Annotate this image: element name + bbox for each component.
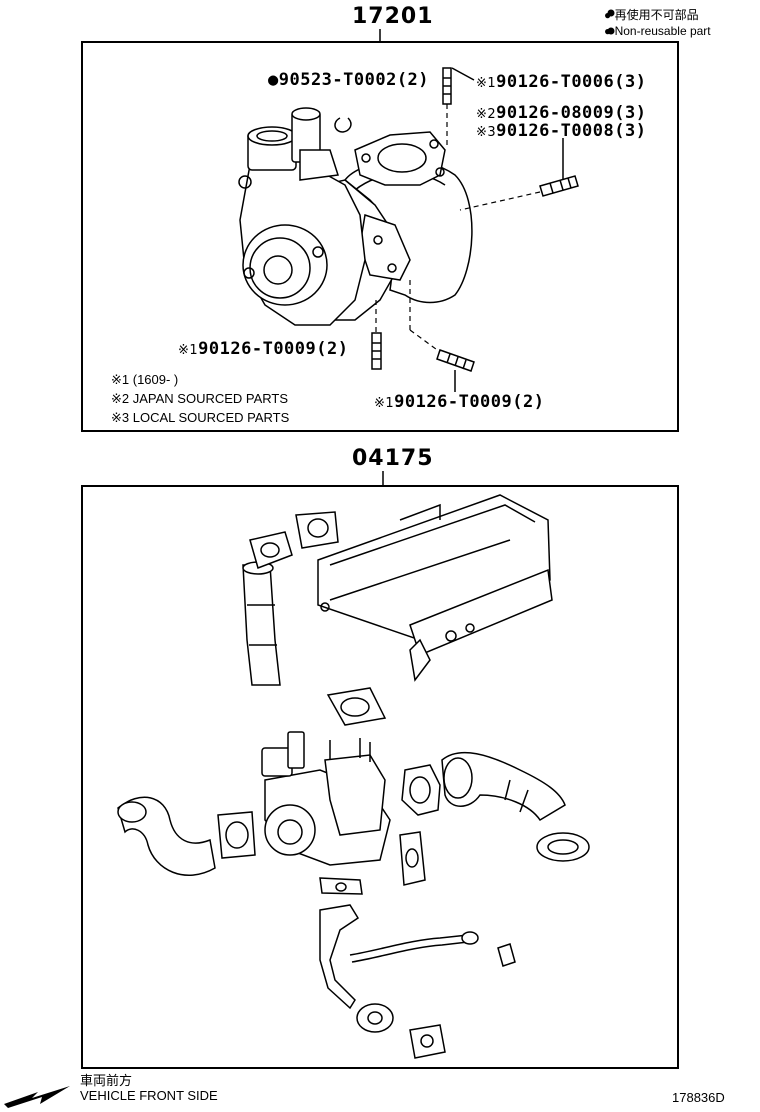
note-marker: ※1	[374, 396, 395, 411]
callout-stud-top[interactable]: ※190126-T0006(3)	[476, 72, 646, 92]
vehicle-front-arrow-icon	[4, 1086, 70, 1108]
figure-id: 178836D	[672, 1090, 725, 1105]
note-marker: ※1	[476, 76, 497, 91]
turbocharger-drawing[interactable]	[238, 67, 579, 392]
note-3: ※3 LOCAL SOURCED PARTS	[111, 410, 290, 425]
legend-non-reusable-jp: ● 再使用不可部品	[604, 8, 699, 22]
bullet-icon	[607, 27, 615, 35]
callout-stud-mid2-number: 90126-T0008(3)	[496, 121, 647, 141]
legend-non-reusable-en: ● Non-reusable part	[604, 24, 711, 38]
stud-top-icon	[442, 67, 452, 105]
assembly-part-number-04175: 04175	[352, 446, 434, 471]
gasket-kit-frame	[81, 485, 679, 1069]
callout-stud-right-number: 90126-T0009(2)	[394, 392, 545, 412]
note-marker: ※2	[476, 107, 497, 122]
callout-stud-left-number: 90126-T0009(2)	[198, 339, 349, 359]
stud-left-icon	[371, 332, 382, 370]
turbo-assembly-frame	[81, 41, 679, 432]
note-1: ※1 (1609- )	[111, 372, 179, 387]
callout-stud-top-number: 90126-T0006(3)	[496, 72, 647, 92]
seal-ring-icon	[536, 832, 590, 862]
callout-stud-mid1-number: 90126-08009(3)	[496, 103, 647, 123]
callout-gasket-90523[interactable]: ●90523-T0002(2)	[268, 70, 430, 90]
direction-label-en: VEHICLE FRONT SIDE	[80, 1088, 218, 1103]
stud-mid-icon	[539, 175, 579, 197]
callout-stud-right[interactable]: ※190126-T0009(2)	[374, 392, 544, 412]
note-marker: ※3	[476, 125, 497, 140]
note-marker: ※1	[178, 343, 199, 358]
stud-right-icon	[436, 349, 475, 372]
gasket-icon	[326, 687, 387, 726]
gasket-icon	[334, 117, 352, 133]
callout-stud-mid2[interactable]: ※390126-T0008(3)	[476, 121, 646, 141]
note-2: ※2 JAPAN SOURCED PARTS	[111, 391, 289, 406]
gasket-kit-drawing[interactable]	[117, 494, 590, 1059]
callout-stud-left[interactable]: ※190126-T0009(2)	[178, 339, 348, 359]
assembly-part-number-17201: 17201	[352, 4, 434, 29]
direction-label-jp: 車両前方	[80, 1073, 133, 1088]
bullet-icon	[607, 9, 615, 17]
callout-stud-mid1[interactable]: ※290126-08009(3)	[476, 103, 646, 123]
